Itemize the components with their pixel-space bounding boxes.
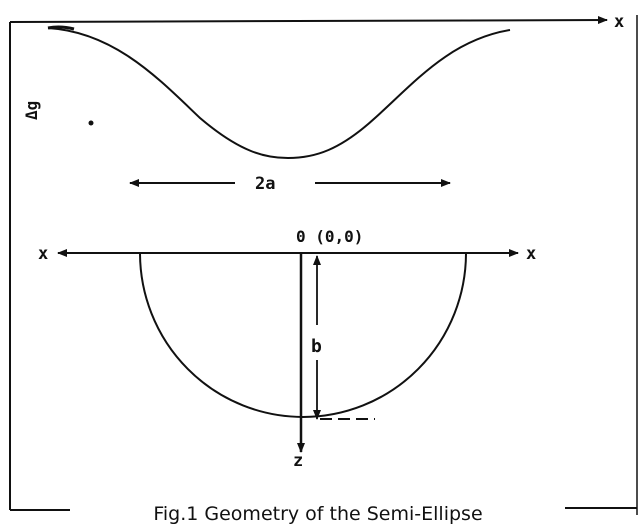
depth-label: b [311, 336, 322, 357]
stray-dot [88, 120, 94, 126]
top-x-axis-label: x [614, 12, 624, 32]
semi-ellipse-body [139, 252, 467, 418]
figure-caption: Fig.1 Geometry of the Semi-Ellipse [153, 503, 482, 525]
top-x-axis [9, 16, 608, 25]
delta-g-label: Δg [22, 101, 41, 120]
gravity-anomaly-curve [47, 27, 511, 160]
curve-tail-mark [47, 25, 75, 31]
z-axis-label: z [293, 451, 303, 471]
x-axis-left-label: x [38, 244, 48, 264]
width-label: 2a [255, 174, 275, 194]
x-axis-right-label: x [526, 244, 536, 264]
origin-label: 0 (0,0) [296, 227, 363, 246]
